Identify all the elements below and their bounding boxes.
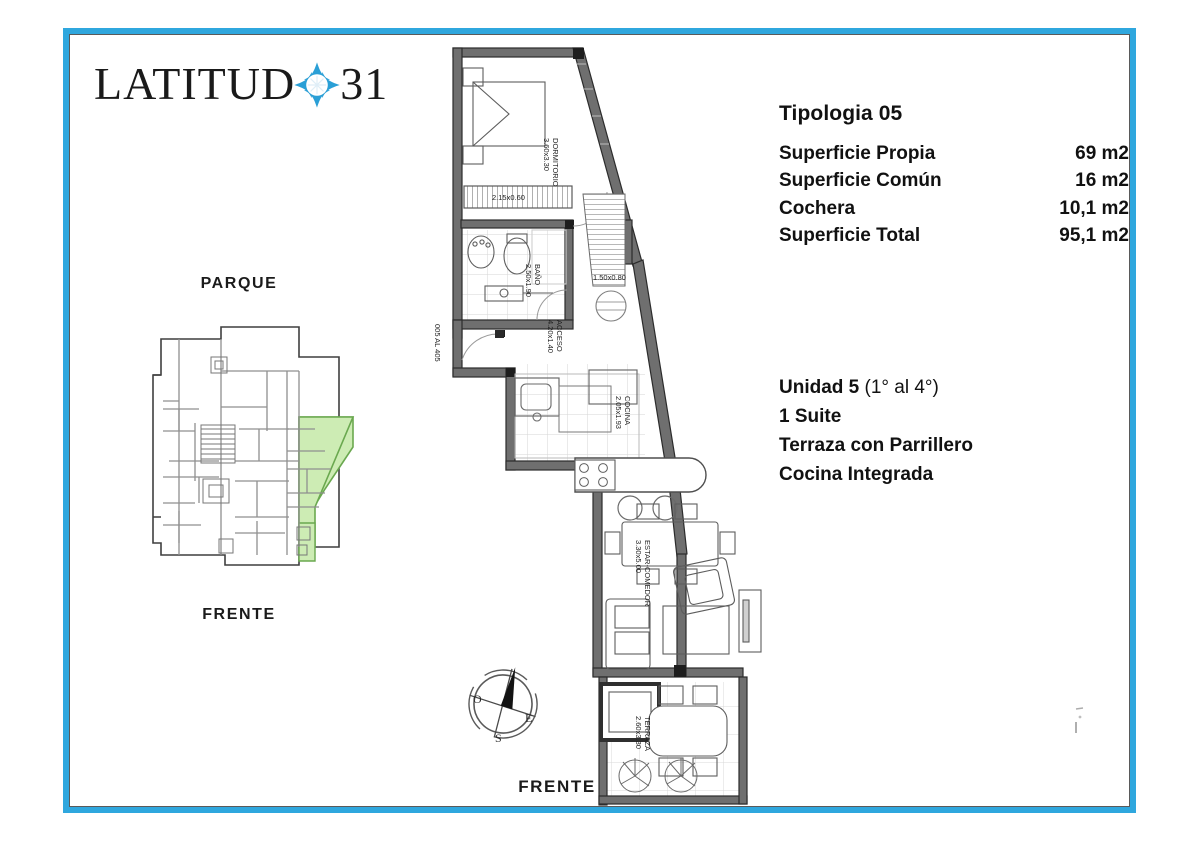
terrace-furniture bbox=[599, 682, 728, 793]
room-label-cocina: COCINA bbox=[623, 396, 632, 425]
entry-door-swing bbox=[461, 330, 504, 361]
unit-features-list: Unidad 5 (1° al 4°) 1 Suite Terraza con … bbox=[779, 374, 1139, 490]
sheet-inner-border bbox=[69, 34, 1130, 807]
living-furniture bbox=[605, 557, 762, 670]
room-labels: DORMITORIO 3.60x3.30 2.15x0.60 BAÑO 2.50… bbox=[433, 138, 652, 751]
spec-value: 95,1 m2 bbox=[1059, 225, 1129, 247]
floorplan-label-frente: FRENTE bbox=[518, 777, 596, 796]
room-label-bano: BAÑO bbox=[533, 264, 542, 285]
brand-logo-word-left: LATITUD bbox=[94, 58, 296, 109]
spec-label: Superficie Propia bbox=[779, 143, 936, 164]
spec-row-superficie-propia: Superficie Propia 69 m2 bbox=[779, 140, 1129, 167]
keyplan-label-frente: FRENTE bbox=[202, 606, 276, 623]
floor-plan-drawing: DORMITORIO 3.60x3.30 2.15x0.60 BAÑO 2.50… bbox=[433, 47, 762, 806]
spec-value: 10,1 m2 bbox=[1059, 197, 1129, 219]
north-arrow-compass-icon: O E S bbox=[455, 656, 551, 757]
facade-glazing bbox=[577, 63, 609, 145]
bedroom-furniture bbox=[462, 67, 546, 165]
spec-label: Superficie Común bbox=[779, 170, 942, 192]
room-label-dormitorio: DORMITORIO bbox=[551, 138, 560, 187]
spec-row-cochera: Cochera 10,1 m2 bbox=[779, 195, 1129, 222]
feature-unit-number: Unidad 5 bbox=[779, 377, 860, 398]
page-title: Tipologia 05 bbox=[779, 102, 903, 125]
spec-label: Superficie Total bbox=[779, 225, 921, 247]
spec-row-superficie-comun: Superficie Común 16 m2 bbox=[779, 167, 1129, 194]
service-balcony bbox=[582, 193, 627, 322]
spec-label: Cochera bbox=[779, 197, 856, 219]
compass-label-west: O bbox=[473, 692, 482, 706]
room-dims-acceso: 4.20x1.40 bbox=[546, 320, 555, 353]
feature-unit-line: Unidad 5 (1° al 4°) bbox=[779, 374, 1139, 403]
bathroom-fixtures bbox=[467, 229, 567, 302]
room-label-estar-comedor: ESTAR-COMEDOR bbox=[643, 540, 652, 607]
feature-cocina: Cocina Integrada bbox=[779, 463, 934, 485]
spec-value: 16 m2 bbox=[1075, 170, 1129, 192]
unit-floor-plan: DORMITORIO 3.60x3.30 2.15x0.60 BAÑO 2.50… bbox=[387, 34, 807, 819]
room-dims-bano: 2.50x1.90 bbox=[524, 264, 533, 297]
room-dims-estar-comedor: 3.30x5.00 bbox=[634, 540, 643, 573]
spec-row-superficie-total: Superficie Total 95,1 m2 bbox=[779, 222, 1129, 249]
keyplan-drawing bbox=[152, 326, 355, 566]
spec-value: 69 m2 bbox=[1075, 143, 1129, 164]
room-label-terraza: TERRAZA bbox=[643, 716, 652, 751]
unit-stack-note: 005 AL 405 bbox=[433, 324, 442, 362]
sheet-border: LATITUD bbox=[63, 28, 1136, 813]
room-dims-terraza: 2.60x3.30 bbox=[634, 716, 643, 749]
keyplan-label-parque: PARQUE bbox=[200, 275, 278, 292]
feature-suite: 1 Suite bbox=[779, 405, 842, 427]
room-dims-closet: 2.15x0.60 bbox=[492, 193, 525, 202]
feature-terraza: Terraza con Parrillero bbox=[779, 434, 973, 456]
dining-furniture bbox=[604, 503, 736, 585]
scan-artifact bbox=[1075, 707, 1084, 733]
room-dims-balcon-servicio: 1.50x0.80 bbox=[593, 273, 626, 282]
brand-logo: LATITUD bbox=[94, 51, 387, 117]
building-key-plan: PARQUE bbox=[89, 249, 389, 649]
feature-unit-floors: (1° al 4°) bbox=[859, 377, 939, 398]
room-label-acceso: ACCESO bbox=[555, 320, 564, 352]
unit-info-panel: Tipologia 05 Superficie Propia 69 m2 Sup… bbox=[779, 102, 1129, 249]
compass-star-logo-mark-icon bbox=[290, 58, 344, 112]
brand-logo-word-right: 31 bbox=[340, 58, 389, 109]
kitchen-fixtures bbox=[514, 369, 707, 521]
bathroom-door-swing bbox=[536, 289, 568, 321]
bedroom-closet bbox=[463, 185, 573, 209]
room-dims-dormitorio: 3.60x3.30 bbox=[542, 138, 551, 171]
compass-label-south: S bbox=[495, 731, 502, 745]
room-dims-cocina: 2.05x1.93 bbox=[614, 396, 623, 429]
compass-label-east: E bbox=[525, 711, 532, 725]
